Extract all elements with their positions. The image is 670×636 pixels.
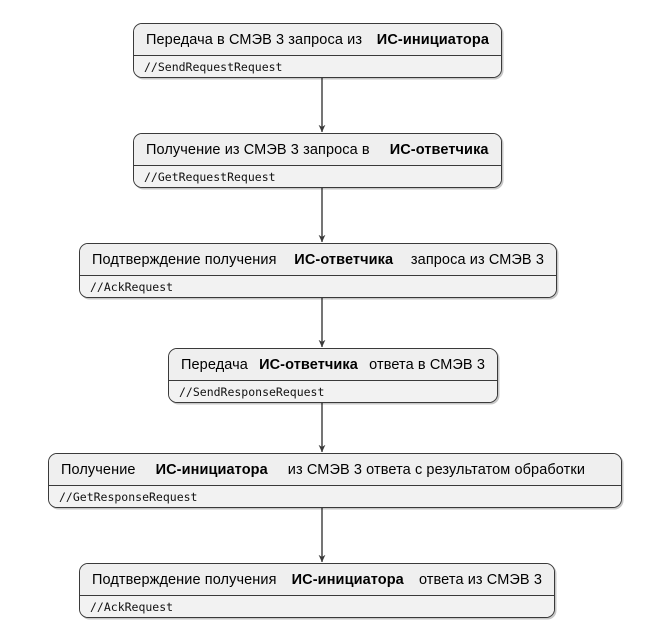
flow-node-ack-request[interactable]: Подтверждение получения ИС-ответчика запро… bbox=[79, 243, 557, 298]
actor-label: ИС-ответчика bbox=[294, 251, 394, 268]
title-text: из СМЭВ 3 ответа с результатом обработки bbox=[287, 461, 586, 478]
actor-label: ИС-ответчика bbox=[389, 141, 489, 158]
flow-node-title-get-response: Получение ИС-инициатора из СМЭВ 3 ответа с… bbox=[49, 454, 621, 486]
flow-node-title-send-request: Передача в СМЭВ 3 запроса из ИС-инициатор… bbox=[134, 24, 501, 56]
flow-node-get-response[interactable]: Получение ИС-инициатора из СМЭВ 3 ответа с… bbox=[48, 453, 622, 508]
title-text: Подтверждение получения bbox=[92, 571, 277, 588]
title-text: ответа в СМЭВ 3 bbox=[369, 356, 485, 373]
actor-label: ИС-инициатора bbox=[376, 31, 489, 48]
actor-label: ИС-инициатора bbox=[155, 461, 268, 478]
flow-node-code-get-response: //GetResponseRequest bbox=[49, 486, 621, 507]
flow-node-code-get-request: //GetRequestRequest bbox=[134, 166, 501, 187]
flow-node-code-send-response: //SendResponseRequest bbox=[169, 381, 497, 402]
flow-node-send-response[interactable]: Передача ИС-ответчика ответа в СМЭВ 3 //Sen… bbox=[168, 348, 498, 403]
flow-node-get-request[interactable]: Получение из СМЭВ 3 запроса в ИС-ответчик… bbox=[133, 133, 502, 188]
title-text: запроса из СМЭВ 3 bbox=[410, 251, 544, 268]
title-text: Передача bbox=[181, 356, 248, 373]
flow-node-code-ack-request: //AckRequest bbox=[80, 276, 556, 297]
actor-label: ИС-инициатора bbox=[291, 571, 404, 588]
flow-node-title-get-request: Получение из СМЭВ 3 запроса в ИС-ответчик… bbox=[134, 134, 501, 166]
flow-node-ack-response[interactable]: Подтверждение получения ИС-инициатора отве… bbox=[79, 563, 555, 618]
actor-label: ИС-ответчика bbox=[259, 356, 358, 373]
title-text: Передача в СМЭВ 3 запроса из bbox=[146, 31, 363, 48]
flow-node-send-request[interactable]: Передача в СМЭВ 3 запроса из ИС-инициатор… bbox=[133, 23, 502, 78]
flow-node-code-ack-response: //AckRequest bbox=[80, 596, 554, 617]
flow-node-title-ack-response: Подтверждение получения ИС-инициатора отве… bbox=[80, 564, 554, 596]
flow-node-title-send-response: Передача ИС-ответчика ответа в СМЭВ 3 bbox=[169, 349, 497, 381]
title-text: Получение bbox=[61, 461, 136, 478]
flow-node-title-ack-request: Подтверждение получения ИС-ответчика запро… bbox=[80, 244, 556, 276]
title-text: ответа из СМЭВ 3 bbox=[418, 571, 542, 588]
flow-node-code-send-request: //SendRequestRequest bbox=[134, 56, 501, 77]
title-text: Подтверждение получения bbox=[92, 251, 277, 268]
title-text: Получение из СМЭВ 3 запроса в bbox=[146, 141, 370, 158]
